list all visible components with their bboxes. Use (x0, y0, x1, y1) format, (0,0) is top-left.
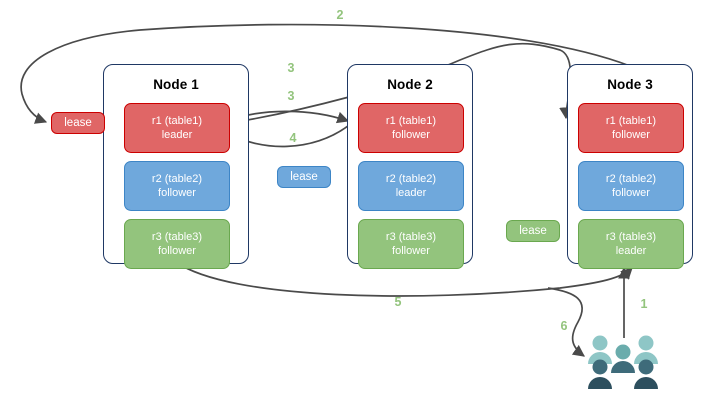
replica-r1[interactable]: r1 (table1) follower (358, 103, 464, 153)
lease-badge-table2[interactable]: lease (277, 166, 331, 188)
replica-name: r3 (table3) (151, 231, 203, 243)
node-title: Node 2 (387, 77, 433, 92)
replica-role: follower (392, 245, 430, 257)
replica-r3[interactable]: r3 (table3) leader (578, 219, 684, 269)
replica-role: follower (158, 245, 196, 257)
replica-role: follower (612, 187, 650, 199)
step-label-3b: 3 (287, 89, 295, 103)
replica-name: r3 (table3) (605, 231, 657, 243)
replica-name: r1 (table1) (151, 115, 203, 127)
node-title: Node 1 (153, 77, 199, 92)
replica-r2[interactable]: r2 (table2) follower (578, 161, 684, 211)
replica-role: leader (161, 129, 193, 141)
step-label-1: 1 (640, 297, 648, 311)
replica-r1[interactable]: r1 (table1) follower (578, 103, 684, 153)
replica-role: leader (395, 187, 427, 199)
replica-name: r3 (table3) (385, 231, 437, 243)
node-card-node-1[interactable]: Node 1 r1 (table1) leader r2 (table2) fo… (103, 64, 249, 269)
step-label-2: 2 (336, 8, 344, 22)
replica-r1[interactable]: r1 (table1) leader (124, 103, 230, 153)
step-label-6: 6 (560, 319, 568, 333)
node-card-node-3[interactable]: Node 3 r1 (table1) follower r2 (table2) … (567, 64, 693, 269)
replica-name: r2 (table2) (151, 173, 203, 185)
replica-r3[interactable]: r3 (table3) follower (358, 219, 464, 269)
step-label-4: 4 (289, 131, 297, 145)
replica-name: r2 (table2) (605, 173, 657, 185)
node-title: Node 3 (607, 77, 653, 92)
replica-name: r2 (table2) (385, 173, 437, 185)
replica-r2[interactable]: r2 (table2) leader (358, 161, 464, 211)
replica-role: follower (612, 129, 650, 141)
replica-role: follower (158, 187, 196, 199)
lease-badge-table3[interactable]: lease (506, 220, 560, 242)
replica-r3[interactable]: r3 (table3) follower (124, 219, 230, 269)
users-group-icon (588, 335, 658, 389)
replica-role: leader (615, 245, 647, 257)
replica-role: follower (392, 129, 430, 141)
node-card-node-2[interactable]: Node 2 r1 (table1) follower r2 (table2) … (347, 64, 473, 269)
lease-badge-table1[interactable]: lease (51, 112, 105, 134)
step-label-3a: 3 (287, 61, 295, 75)
replica-name: r1 (table1) (385, 115, 437, 127)
replica-name: r1 (table1) (605, 115, 657, 127)
replica-r2[interactable]: r2 (table2) follower (124, 161, 230, 211)
step-label-5: 5 (394, 295, 402, 309)
